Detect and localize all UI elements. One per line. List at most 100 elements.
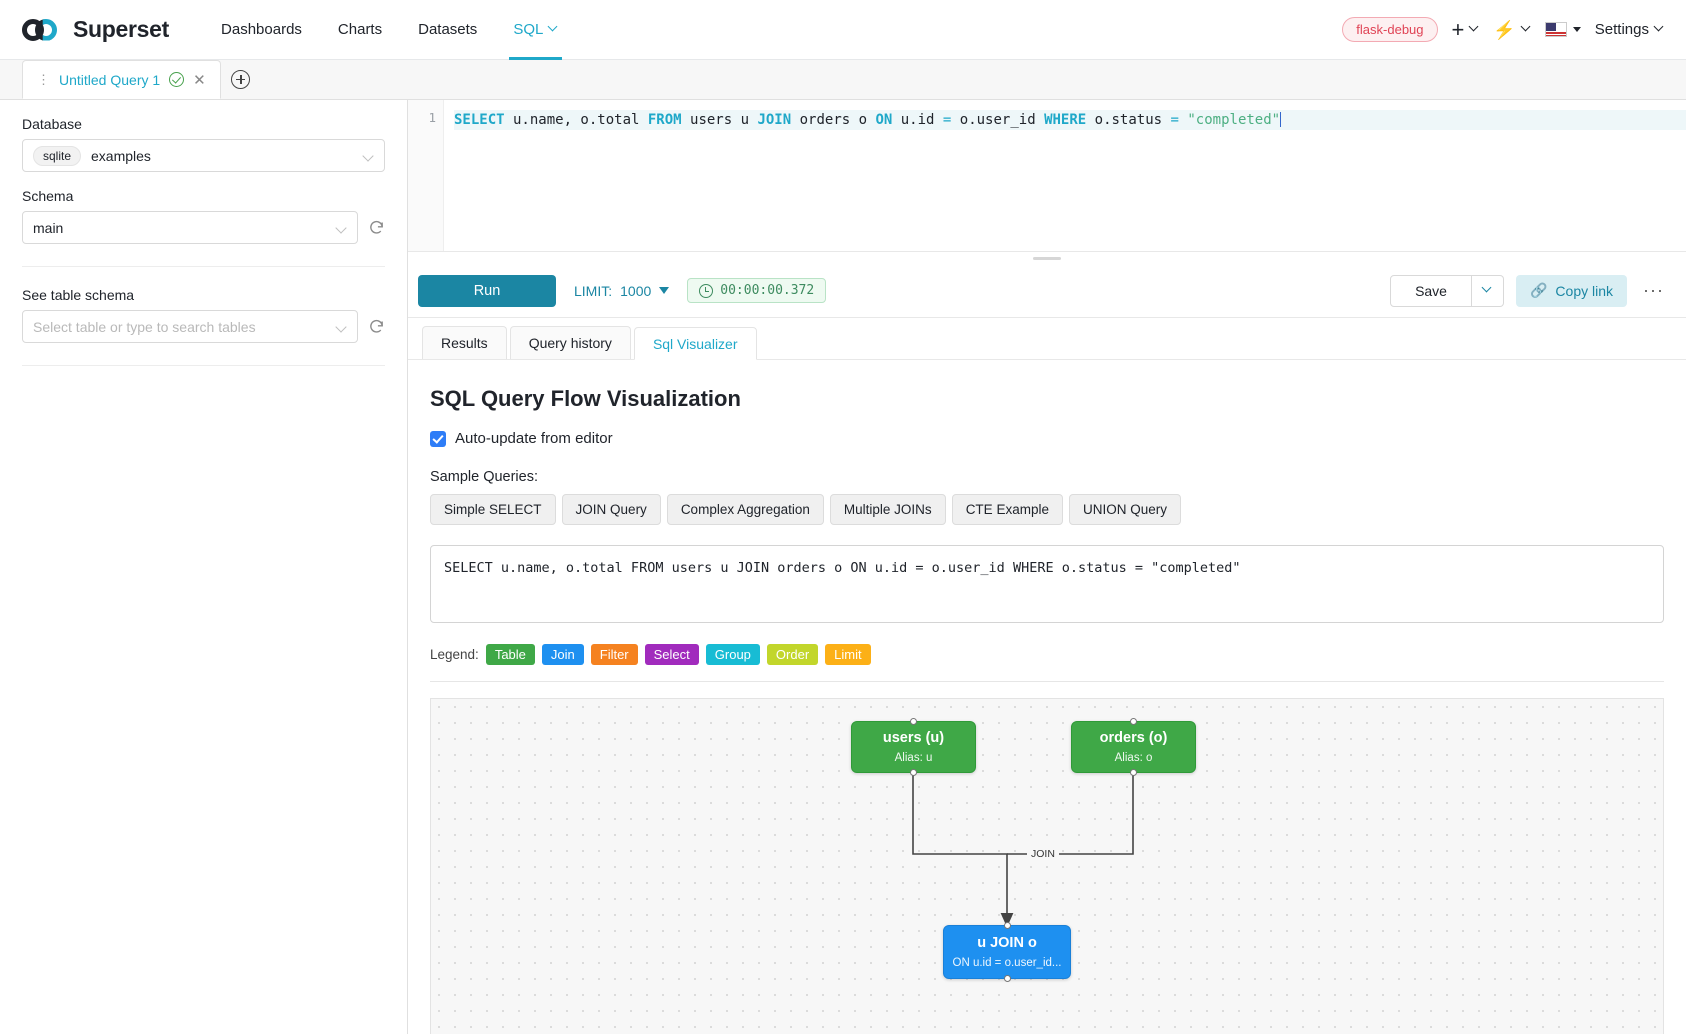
refresh-icon[interactable] — [368, 219, 385, 236]
sample-query-button-join-query[interactable]: JOIN Query — [561, 494, 661, 525]
database-value: examples — [91, 147, 151, 164]
table-schema-field-group: See table schema Select table or type to… — [22, 287, 385, 343]
sample-query-button-simple-select[interactable]: Simple SELECT — [430, 494, 556, 525]
tab-sql-visualizer[interactable]: Sql Visualizer — [633, 327, 757, 360]
superset-logo[interactable]: Superset — [22, 16, 169, 43]
sample-query-button-union-query[interactable]: UNION Query — [1068, 494, 1181, 525]
nav-link-datasets[interactable]: Datasets — [400, 0, 495, 60]
code-token: WHERE — [1044, 112, 1087, 128]
nav-link-sql[interactable]: SQL — [495, 0, 576, 60]
sql-editor[interactable]: 1 SELECT u.name, o.total FROM users u JO… — [408, 100, 1686, 252]
query-tab-label: Untitled Query 1 — [59, 71, 161, 88]
add-query-tab-button[interactable] — [221, 60, 261, 99]
chevron-down-icon — [549, 23, 558, 32]
node-subtitle: Alias: o — [1114, 752, 1153, 764]
nav-link-dashboards[interactable]: Dashboards — [203, 0, 320, 60]
save-dropdown-button[interactable] — [1471, 274, 1504, 307]
code-token: orders o — [791, 112, 876, 128]
query-tab-untitled-query-1[interactable]: ⋮ Untitled Query 1 ✕ — [22, 60, 221, 99]
node-port-bottom[interactable] — [910, 769, 917, 776]
sample-query-button-multiple-joins[interactable]: Multiple JOINs — [829, 494, 946, 525]
edge-label-join: JOIN — [1027, 847, 1059, 861]
auto-update-checkbox[interactable] — [430, 430, 446, 447]
node-subtitle: Alias: u — [894, 752, 933, 764]
editor-resize-handle[interactable] — [1033, 256, 1061, 260]
drag-handle-icon[interactable]: ⋮ — [37, 72, 50, 87]
legend-item-filter: Filter — [590, 644, 638, 665]
editor-line-1: SELECT u.name, o.total FROM users u JOIN… — [454, 110, 1686, 130]
navbar-right: flask-debug + ⚡ Settings — [1342, 17, 1664, 42]
node-port-bottom[interactable] — [1130, 769, 1137, 776]
graph-node-users[interactable]: users (u) Alias: u — [851, 718, 976, 776]
nav-link-dashboards-label: Dashboards — [221, 21, 302, 38]
infinity-logo-icon — [22, 17, 64, 43]
limit-value: 1000 — [620, 282, 652, 299]
tab-results[interactable]: Results — [422, 326, 507, 359]
tab-results-label: Results — [441, 335, 488, 351]
sql-input-textarea[interactable] — [430, 545, 1664, 623]
run-button[interactable]: Run — [418, 274, 556, 307]
code-token: JOIN — [757, 112, 792, 128]
tab-query-history[interactable]: Query history — [509, 326, 631, 359]
legend-item-group: Group — [705, 644, 760, 665]
language-selector[interactable] — [1544, 22, 1581, 37]
close-icon[interactable]: ✕ — [193, 71, 206, 89]
limit-dropdown[interactable]: LIMIT: 1000 — [574, 282, 670, 299]
save-button-group: Save — [1390, 274, 1504, 307]
schema-label: Schema — [22, 188, 74, 204]
bolt-menu-button[interactable]: ⚡ — [1493, 21, 1530, 39]
text-cursor — [1280, 112, 1282, 127]
legend-item-select: Select — [644, 644, 699, 665]
sidebar-divider — [22, 266, 385, 267]
code-token: o.status — [1086, 112, 1171, 128]
code-token: = — [942, 112, 952, 128]
nav-link-charts[interactable]: Charts — [320, 0, 400, 60]
sample-query-button-complex-aggregation[interactable]: Complex Aggregation — [666, 494, 824, 525]
us-flag-icon — [1544, 22, 1567, 37]
table-select[interactable]: Select table or type to search tables — [22, 310, 358, 343]
copy-link-button[interactable]: 🔗 Copy link — [1515, 274, 1628, 307]
table-select-placeholder: Select table or type to search tables — [33, 318, 256, 335]
refresh-icon[interactable] — [368, 318, 385, 335]
graph-canvas[interactable]: JOIN users (u) Alias: u orders (o)Alias: o… — [430, 698, 1664, 1034]
editor-toolbar: Run LIMIT: 1000 00:00:00.372 Save 🔗 — [408, 264, 1686, 318]
chevron-down-icon — [1522, 23, 1531, 32]
graph-edges — [912, 774, 1134, 928]
chevron-down-icon — [364, 151, 374, 161]
settings-menu-button[interactable]: Settings — [1595, 21, 1664, 38]
node-port-top[interactable] — [910, 718, 917, 725]
new-menu-button[interactable]: + — [1451, 16, 1480, 42]
chevron-down-icon — [337, 322, 347, 332]
line-number: 1 — [428, 110, 436, 125]
sample-query-button-cte-example[interactable]: CTE Example — [951, 494, 1063, 525]
bolt-icon: ⚡ — [1493, 19, 1516, 40]
database-select[interactable]: sqlite examples — [22, 139, 385, 172]
clock-icon — [699, 283, 714, 298]
code-token: ON — [875, 112, 893, 128]
settings-label: Settings — [1594, 21, 1649, 38]
node-port-top[interactable] — [1130, 718, 1137, 725]
toolbar-right-group: Save 🔗 Copy link ··· — [1390, 274, 1668, 307]
editor-code-area[interactable]: SELECT u.name, o.total FROM users u JOIN… — [444, 100, 1686, 251]
database-engine-chip: sqlite — [33, 145, 82, 166]
code-token: = — [1170, 112, 1179, 128]
schema-field-group: Schema main — [22, 188, 385, 244]
node-port-top[interactable] — [1003, 922, 1011, 929]
tab-query-history-label: Query history — [528, 335, 612, 351]
graph-node-orders[interactable]: orders (o)Alias: o — [1071, 718, 1196, 776]
nav-link-charts-label: Charts — [337, 21, 383, 38]
workspace: Database sqlite examples Schema main Se — [0, 100, 1686, 1034]
node-title: users (u) — [882, 730, 945, 746]
check-circle-icon — [169, 72, 185, 87]
save-button[interactable]: Save — [1390, 274, 1472, 307]
plus-icon: + — [1451, 16, 1465, 42]
database-label: Database — [22, 116, 82, 132]
nav-link-datasets-label: Datasets — [418, 21, 478, 38]
more-options-button[interactable]: ··· — [1643, 280, 1664, 300]
flask-debug-badge: flask-debug — [1342, 17, 1438, 42]
schema-select[interactable]: main — [22, 211, 358, 244]
node-port-bottom[interactable] — [1003, 975, 1011, 982]
table-schema-label: See table schema — [22, 287, 135, 303]
